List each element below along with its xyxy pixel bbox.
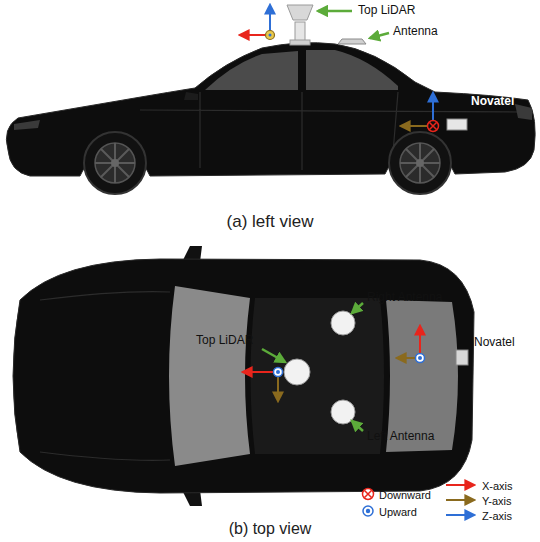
novatel-device <box>447 119 467 130</box>
sensor-label: Top LiDAR <box>196 334 253 347</box>
antenna-part <box>331 311 355 335</box>
sensor-label: Right Antenna <box>367 291 442 304</box>
wheel <box>95 143 135 183</box>
lidar-sensor <box>284 359 310 385</box>
legend-text: Downward <box>379 489 431 501</box>
novatel-axes <box>430 123 437 130</box>
wheel <box>389 132 451 194</box>
side-window <box>205 51 298 90</box>
legend-entry: Upward <box>379 502 417 520</box>
legend-text: Y-axis <box>482 495 512 507</box>
sensor-label-text: Right Antenna <box>367 291 442 304</box>
sensor-label: Top LiDAR <box>358 4 415 17</box>
door-line <box>140 92 520 170</box>
lidar-axes <box>269 34 272 37</box>
hood-line <box>40 292 170 461</box>
novatel-device <box>456 350 468 365</box>
novatel-axes <box>416 354 425 363</box>
subfigure-caption-text: (a) left view <box>227 213 314 232</box>
lidar-axes <box>243 368 283 402</box>
legend-symbol <box>363 506 373 516</box>
leader-arrow <box>352 421 363 431</box>
wheel <box>84 132 146 194</box>
sensor-label-text: Left Antenna <box>367 430 434 443</box>
sensor-label: Antenna <box>393 25 438 38</box>
legend-entry: Downward <box>379 485 431 503</box>
leader-arrow <box>262 303 363 431</box>
sensor-label-text: Novatel <box>474 336 515 349</box>
sensor-label: Novatel <box>474 336 515 349</box>
novatel-axes <box>401 93 439 132</box>
mirror <box>184 92 198 100</box>
sensor-label-text: Top LiDAR <box>358 4 415 17</box>
windshield <box>169 286 250 466</box>
wheel <box>111 159 119 167</box>
novatel-axes <box>428 121 439 132</box>
sensor-label-text: Top LiDAR <box>196 334 253 347</box>
novatel-axes <box>397 326 425 363</box>
legend-symbol <box>363 489 374 500</box>
wheel <box>95 143 135 183</box>
legend-symbol <box>366 509 370 513</box>
lidar-sensor <box>290 40 310 45</box>
leader-arrow <box>370 33 389 38</box>
sensor-label-text: Antenna <box>393 25 438 38</box>
antenna-part <box>331 400 355 424</box>
novatel-device <box>456 350 468 365</box>
legend-symbol <box>365 491 372 498</box>
legend-symbol <box>446 484 474 486</box>
wheel <box>400 143 440 183</box>
legend-entry: Z-axis <box>482 506 512 524</box>
legend-entry: X-axis <box>482 476 513 494</box>
novatel-axes <box>418 356 422 360</box>
headlight <box>14 120 40 130</box>
antenna-part <box>331 311 355 424</box>
legend-symbol <box>446 514 474 516</box>
sensor-label: Novatel <box>471 95 514 108</box>
leader-arrow <box>262 349 285 362</box>
lidar-axes <box>274 368 283 377</box>
legend-entry: Y-axis <box>482 491 512 509</box>
subfigure-caption-text: (b) top view <box>229 520 312 538</box>
leader-arrow <box>318 10 352 13</box>
rear-window <box>386 300 458 452</box>
taillight <box>515 104 532 120</box>
roof <box>251 298 385 454</box>
legend-text: Upward <box>379 506 417 518</box>
antenna-part <box>338 39 366 44</box>
novatel-device <box>447 119 467 130</box>
lidar-axes <box>266 31 275 40</box>
leader-arrow <box>352 303 363 313</box>
car-body <box>13 259 474 493</box>
lidar-sensor <box>284 359 310 385</box>
antenna-part <box>338 39 366 44</box>
lidar-axes <box>276 370 280 374</box>
wheel <box>400 143 440 183</box>
side-view-car <box>6 43 535 194</box>
lidar-sensor <box>287 5 313 20</box>
lidar-sensor <box>287 5 313 45</box>
wheel <box>84 132 146 194</box>
sensor-label: Left Antenna <box>367 430 434 443</box>
top-view-car <box>13 246 474 506</box>
side-window <box>306 50 398 90</box>
legend-symbol <box>446 499 474 501</box>
lidar-axes <box>240 5 275 40</box>
legend-text: X-axis <box>482 480 513 492</box>
legend-text: Z-axis <box>482 510 512 522</box>
wheel <box>416 159 424 167</box>
wheel <box>389 132 451 194</box>
sensor-label-text: Novatel <box>471 95 514 108</box>
subfigure-caption: (b) top view <box>229 520 312 538</box>
subfigure-caption: (a) left view <box>227 213 314 232</box>
